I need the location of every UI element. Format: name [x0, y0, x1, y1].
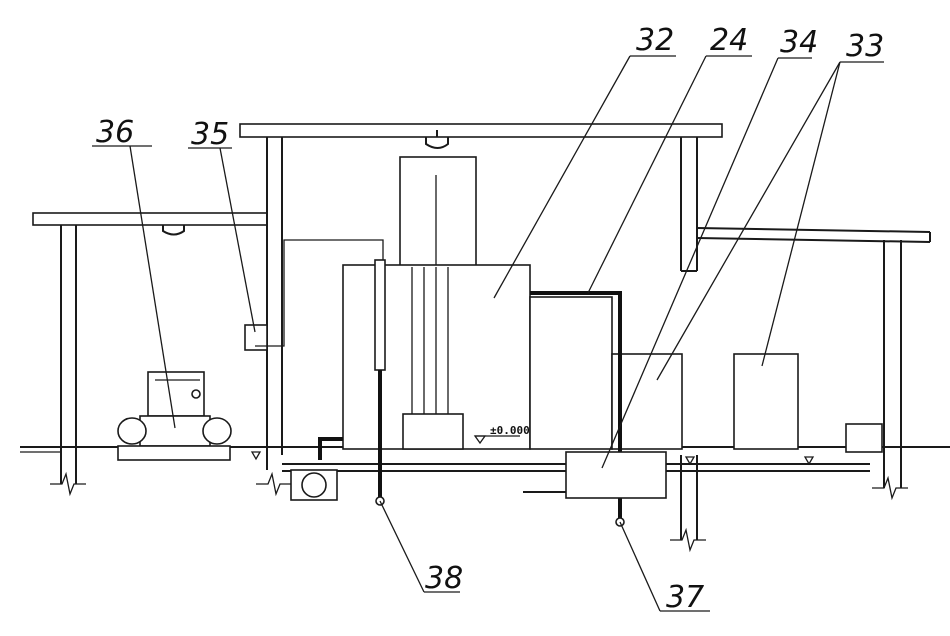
vessel-36 [117, 371, 232, 461]
label-24: 24 [710, 23, 748, 58]
pump-left [290, 469, 338, 501]
valve-markers [250, 451, 815, 466]
label-32: 32 [636, 23, 674, 58]
pump-base [523, 451, 667, 499]
roof-beam-right [696, 227, 931, 243]
roof-beam-center [239, 123, 723, 138]
equipment-33-b [733, 353, 799, 450]
column-left-outer [50, 225, 86, 497]
pipe-24 [530, 291, 622, 520]
crane-hook-left [162, 225, 185, 236]
small-box-right [845, 423, 883, 453]
equipment-33-a [611, 353, 683, 450]
elevation-label: ±0.000 [490, 424, 530, 437]
column-right-outer [872, 240, 908, 501]
crane-hook-center [425, 130, 449, 149]
control-box-35 [244, 324, 268, 351]
side-tank [529, 296, 613, 450]
elevation-mark: ±0.000 [473, 424, 530, 445]
tank-32-body [342, 264, 531, 450]
label-38: 38 [425, 561, 463, 596]
label-34: 34 [780, 25, 818, 60]
tank-upper-section [399, 156, 477, 268]
label-33: 33 [846, 29, 884, 64]
short-pipe-left [318, 437, 343, 460]
label-37: 37 [666, 580, 704, 615]
leader-lines [92, 55, 884, 612]
label-36: 36 [96, 115, 134, 150]
label-35: 35 [191, 117, 229, 152]
column-center-left [256, 137, 292, 497]
column-center-right [670, 137, 706, 553]
roof-beam-left [32, 212, 268, 226]
control-pipe [255, 239, 384, 347]
